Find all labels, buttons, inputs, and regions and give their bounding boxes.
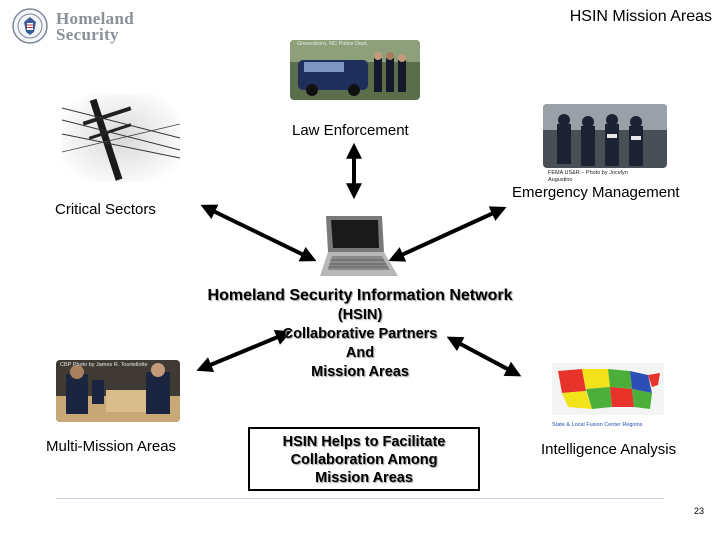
hub-line-acronym: (HSIN): [337, 307, 383, 323]
dhs-logo: Homeland Security: [12, 8, 152, 44]
node-multi-mission-areas: Multi-Mission Areas: [46, 438, 177, 455]
fusion-center-map: [552, 363, 664, 415]
hub-line-and: And: [345, 345, 375, 361]
node-critical-sectors: Critical Sectors: [55, 201, 156, 218]
hub-line-mission: Mission Areas: [311, 364, 409, 380]
fema-photo-caption: FEMA US&R – Photo by Jocelyn Augustino: [548, 170, 628, 183]
logo-text-homeland: Homeland: [56, 9, 134, 28]
arrow-multi-mission: [196, 329, 292, 373]
footer-divider: [56, 498, 664, 499]
slide-title: HSIN Mission Areas: [569, 8, 712, 25]
cbp-photo: [56, 360, 180, 422]
hub-line-partners: Collaborative Partners: [282, 326, 438, 342]
logo-text-security: Security: [56, 25, 119, 44]
arrow-emergency-management: [388, 206, 507, 262]
arrow-intelligence-analysis: [446, 336, 522, 377]
callout-box: HSIN Helps to Facilitate Collaboration A…: [248, 427, 480, 491]
callout-line-1: HSIN Helps to Facilitate: [282, 434, 446, 450]
fusion-map-caption: State & Local Fusion Center Regions: [552, 422, 643, 428]
node-law-enforcement: Law Enforcement: [292, 122, 409, 139]
laptop-icon: [318, 214, 400, 278]
cbp-photo-caption: CBP Photo by James R. Tourtellotte: [60, 362, 148, 368]
dhs-seal-icon: [12, 8, 48, 44]
fema-photo: [543, 104, 667, 168]
callout-line-3: Mission Areas: [315, 470, 413, 486]
node-emergency-management: Emergency Management: [512, 184, 680, 201]
node-intelligence-analysis: Intelligence Analysis: [541, 441, 677, 458]
page-number: 23: [693, 506, 704, 516]
power-lines-photo: [62, 94, 180, 182]
callout-line-2: Collaboration Among: [290, 452, 438, 468]
hub-subtitle: (HSIN) Collaborative Partners And Missio…: [0, 306, 720, 382]
police-photo: [290, 40, 420, 100]
hub-title: Homeland Security Information Network: [207, 287, 513, 304]
arrow-critical-sectors: [200, 204, 317, 262]
police-photo-caption: Greensboro, NC Police Dept.: [297, 41, 369, 47]
